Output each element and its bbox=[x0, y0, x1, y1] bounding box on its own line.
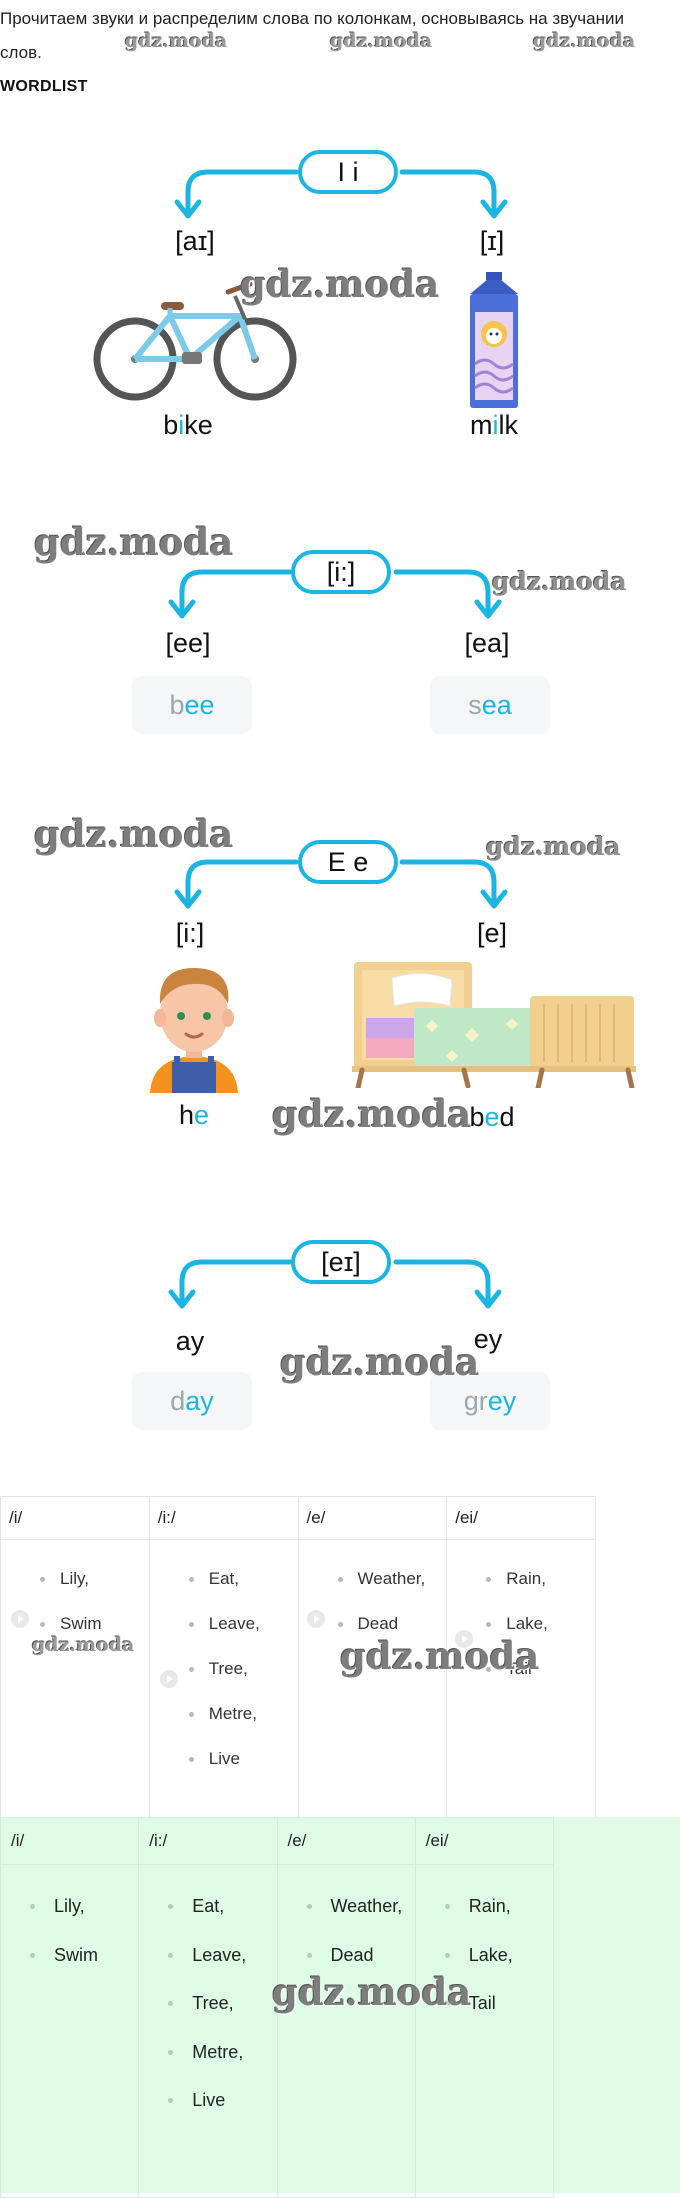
list-item: Leave, bbox=[168, 1945, 275, 1994]
letter-pill: I i bbox=[298, 150, 398, 194]
boy-icon bbox=[150, 968, 238, 1093]
word-milk: milk bbox=[470, 410, 518, 440]
table-cell: Rain, Lake, Tail bbox=[414, 1864, 555, 2198]
branch-arrows bbox=[168, 569, 502, 619]
list-item: Lake, bbox=[486, 1614, 594, 1659]
play-icon[interactable] bbox=[11, 1610, 29, 1628]
col-header-e: /e/ bbox=[276, 1817, 416, 1865]
watermark: gdz.moda bbox=[330, 30, 433, 52]
col-header-ii: /i:/ bbox=[148, 1496, 299, 1540]
list-item: Live bbox=[188, 1749, 297, 1794]
list-item: Tree, bbox=[188, 1659, 297, 1704]
watermark: gdz.moda bbox=[492, 567, 627, 596]
table-cell: Weather, Dead bbox=[297, 1539, 448, 1818]
table-cell: Lily, Swim bbox=[0, 1864, 140, 2198]
col-header-ii: /i:/ bbox=[138, 1817, 278, 1865]
list-item: Lake, bbox=[444, 1945, 552, 1994]
watermark: gdz.moda bbox=[125, 30, 228, 52]
table-cell: Weather, Dead bbox=[276, 1864, 416, 2198]
list-item: Lily, bbox=[40, 1569, 148, 1614]
right-sound-label: ey bbox=[473, 1324, 503, 1354]
sound-table: /i/ /i:/ /e/ /ei/ Lily, Swim Eat, Leave,… bbox=[0, 1496, 596, 1818]
col-header-i: /i/ bbox=[0, 1817, 140, 1865]
list-item: Tree, bbox=[168, 1993, 275, 2042]
watermark: gdz.moda bbox=[34, 812, 234, 856]
list-item: Leave, bbox=[188, 1614, 297, 1659]
col-header-ei: /ei/ bbox=[414, 1817, 555, 1865]
branch-arrows bbox=[168, 1259, 502, 1309]
watermark: gdz.moda bbox=[240, 262, 440, 306]
right-sound-label: [e] bbox=[476, 918, 508, 948]
table-cell: Eat, Leave, Tree, Metre, Live bbox=[138, 1864, 278, 2198]
milk-carton-icon bbox=[470, 272, 518, 408]
word-bed: bed bbox=[469, 1102, 515, 1132]
play-icon[interactable] bbox=[455, 1630, 474, 1648]
word-bike: bike bbox=[163, 410, 213, 440]
col-header-e: /e/ bbox=[297, 1496, 448, 1540]
col-header-i: /i/ bbox=[0, 1496, 150, 1540]
answer-table: /i/ /i:/ /e/ /ei/ Lily, Swim Eat, Leave,… bbox=[0, 1817, 555, 2198]
left-sound-label: [i:] bbox=[175, 918, 205, 948]
list-item: Eat, bbox=[168, 1896, 275, 1945]
bicycle-icon bbox=[93, 281, 297, 401]
watermark: gdz.moda bbox=[340, 1634, 540, 1678]
bed-icon bbox=[352, 962, 636, 1088]
word-card-day[interactable]: day bbox=[132, 1372, 252, 1430]
list-item: Tail bbox=[444, 1993, 552, 2042]
watermark: gdz.moda bbox=[486, 832, 621, 861]
left-sound-label: [aɪ] bbox=[175, 226, 215, 256]
list-item: Tail bbox=[486, 1659, 594, 1704]
list-item: Weather, bbox=[306, 1896, 414, 1945]
wordlist-heading: WORDLIST bbox=[0, 78, 88, 95]
list-item: Lily, bbox=[29, 1896, 137, 1945]
watermark: gdz.moda bbox=[32, 1634, 135, 1656]
branch-arrows bbox=[174, 859, 508, 909]
word-card-grey[interactable]: grey bbox=[430, 1372, 550, 1430]
list-item: Rain, bbox=[444, 1896, 552, 1945]
table-cell: Lily, Swim bbox=[0, 1539, 150, 1818]
list-item: Eat, bbox=[188, 1569, 297, 1614]
sound-block-i: I i [aɪ] [ɪ] bike milk bbox=[0, 148, 680, 478]
watermark: gdz.moda bbox=[272, 1092, 472, 1136]
list-item: Metre, bbox=[168, 2042, 275, 2091]
list-item: Dead bbox=[337, 1614, 446, 1659]
list-item: Swim bbox=[40, 1614, 148, 1659]
left-sound-label: ay bbox=[175, 1326, 205, 1356]
table-cell: Rain, Lake, Tail bbox=[446, 1539, 596, 1818]
list-item: Weather, bbox=[337, 1569, 446, 1614]
list-item: Rain, bbox=[486, 1569, 594, 1614]
list-item: Swim bbox=[29, 1945, 137, 1994]
letter-pill: [i:] bbox=[291, 550, 391, 594]
watermark: gdz.moda bbox=[280, 1340, 480, 1384]
letter-pill: E e bbox=[298, 840, 398, 884]
watermark: gdz.moda bbox=[34, 520, 234, 564]
answer-table-panel: /i/ /i:/ /e/ /ei/ Lily, Swim Eat, Leave,… bbox=[0, 1817, 680, 2198]
list-item: Dead bbox=[306, 1945, 414, 1994]
left-sound-label: [ee] bbox=[165, 628, 211, 658]
list-item: Live bbox=[168, 2090, 275, 2139]
col-header-ei: /ei/ bbox=[446, 1496, 596, 1540]
play-icon[interactable] bbox=[159, 1670, 178, 1688]
sound-block-ii: [i:] [ee] [ea] bee sea bbox=[0, 548, 680, 878]
branch-arrows bbox=[174, 169, 508, 219]
letter-pill: [eɪ] bbox=[291, 1240, 391, 1284]
right-sound-label: [ea] bbox=[464, 628, 510, 658]
table-cell: Eat, Leave, Tree, Metre, Live bbox=[148, 1539, 299, 1818]
watermark: gdz.moda bbox=[272, 1970, 472, 2014]
intro-text: Прочитаем звуки и распределим слова по к… bbox=[0, 9, 625, 62]
list-item: Metre, bbox=[188, 1704, 297, 1749]
word-card-sea[interactable]: sea bbox=[430, 676, 550, 734]
word-he: he bbox=[178, 1100, 210, 1130]
watermark: gdz.moda bbox=[533, 30, 636, 52]
right-sound-label: [ɪ] bbox=[479, 226, 505, 256]
play-icon[interactable] bbox=[306, 1610, 325, 1628]
sound-block-e: E e [i:] [e] he bed bbox=[0, 838, 680, 1168]
sound-block-ei: [eɪ] ay ey day grey bbox=[0, 1238, 680, 1568]
word-card-bee[interactable]: bee bbox=[132, 676, 252, 734]
